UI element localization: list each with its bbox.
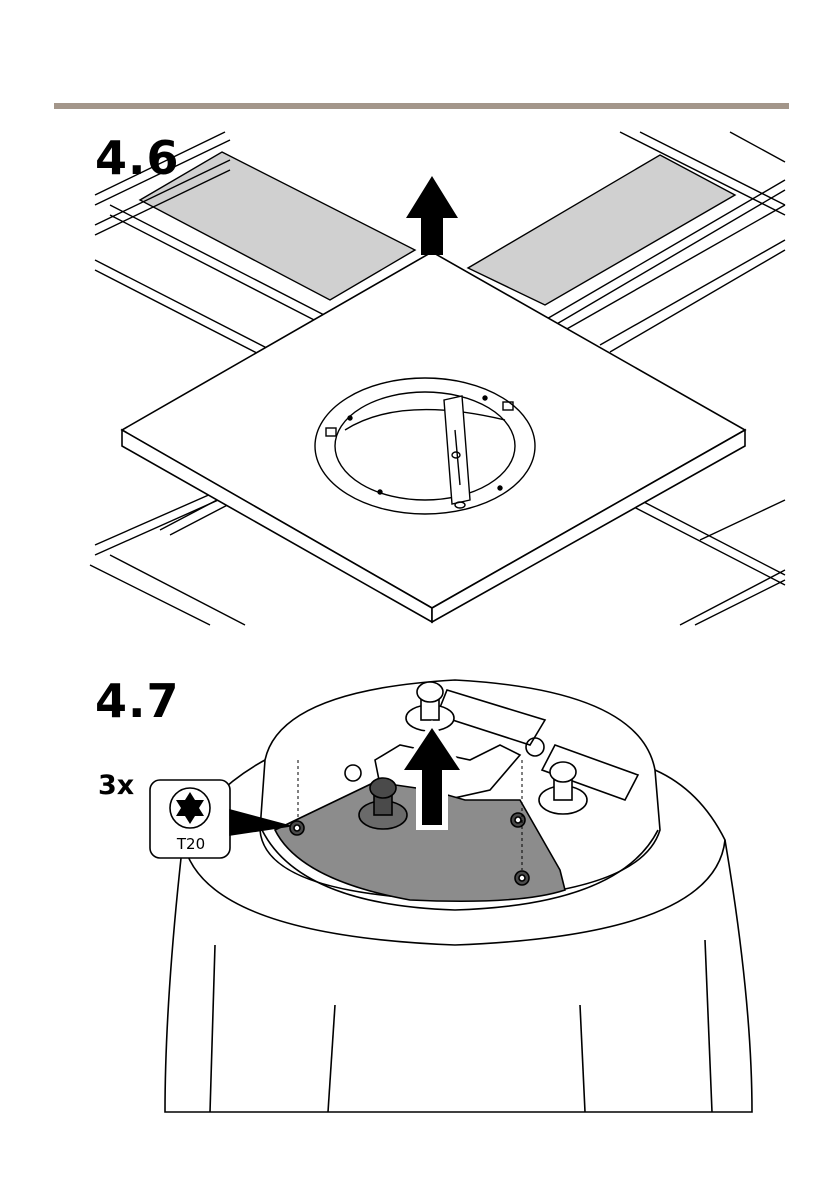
tool-size-label: T20	[166, 837, 216, 852]
step-label-4-7: 4.7	[95, 678, 180, 724]
quantity-label: 3x	[98, 772, 134, 799]
